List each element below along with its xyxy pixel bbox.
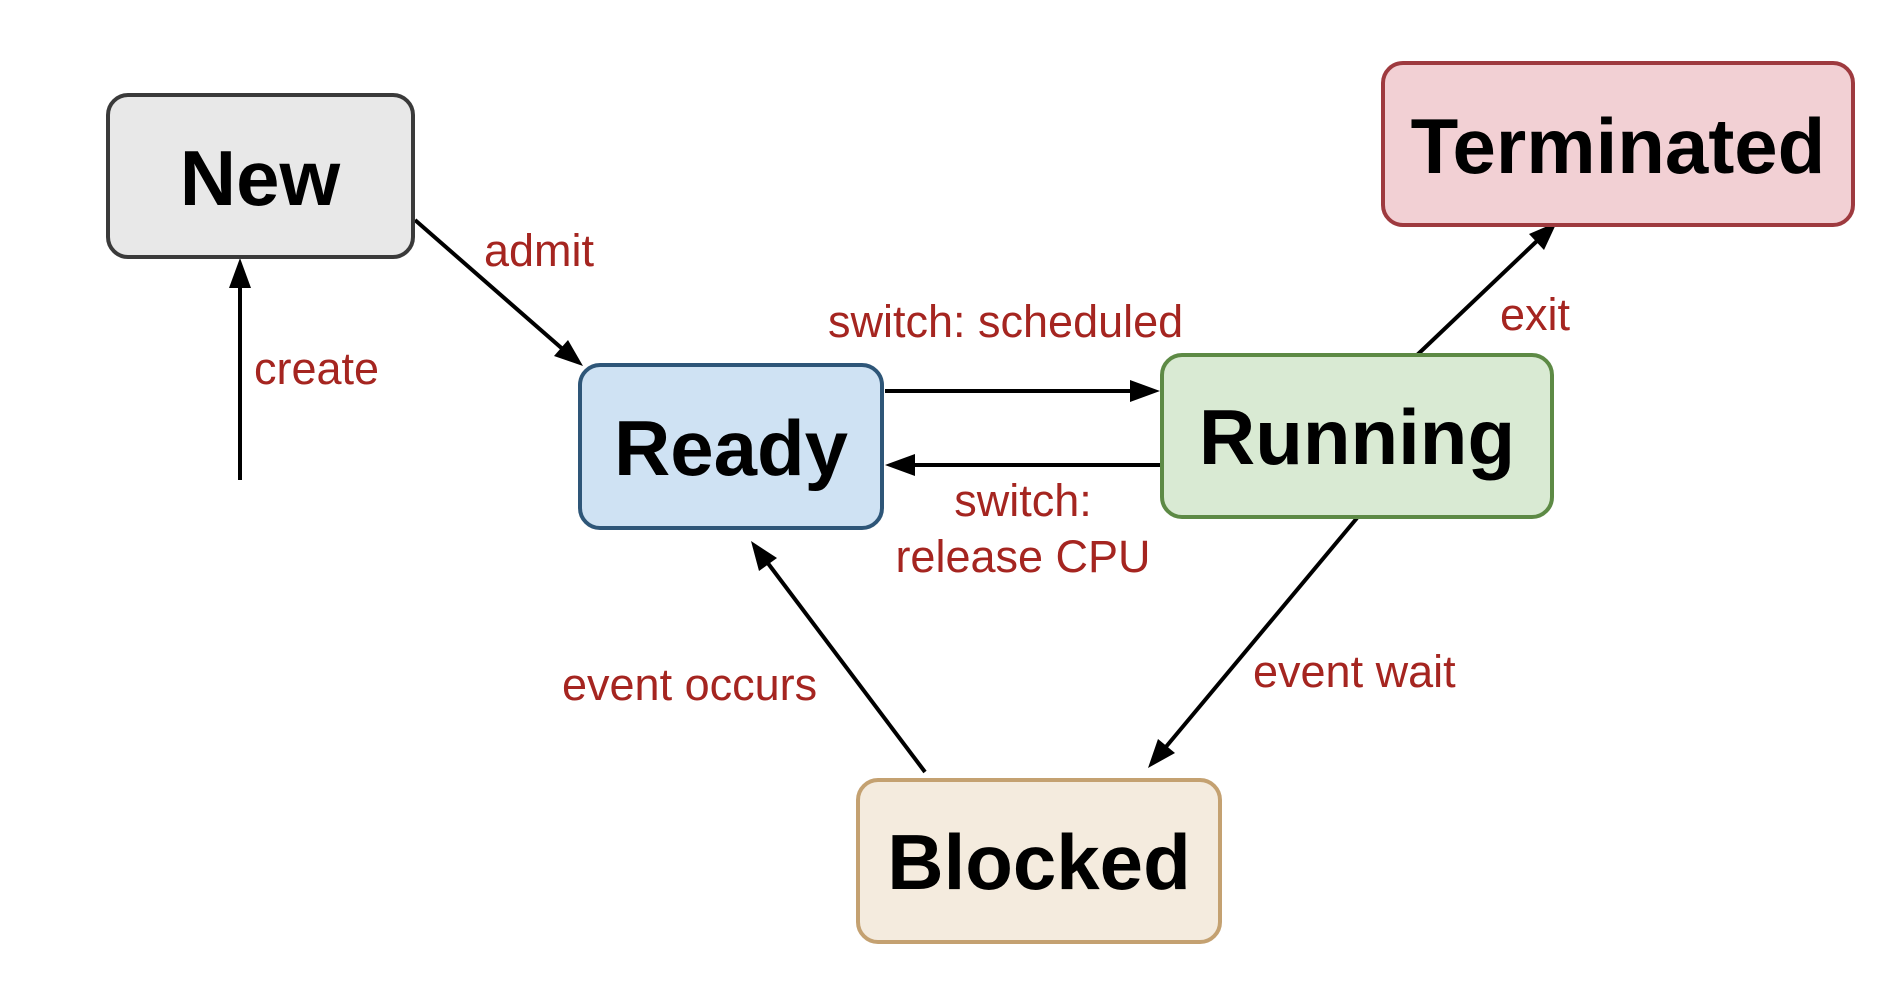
- event-wait-arrow: [1163, 516, 1359, 750]
- release-label-line1: switch:: [954, 475, 1092, 526]
- state-terminated-label: Terminated: [1411, 102, 1826, 190]
- state-new-box: [106, 93, 415, 259]
- scheduled-label: switch: scheduled: [828, 296, 1183, 347]
- state-blocked-box: [856, 778, 1222, 944]
- admit-label: admit: [484, 225, 595, 276]
- transition-create: [229, 258, 251, 480]
- event-wait-arrowhead: [1148, 739, 1175, 768]
- transition-scheduled: [885, 380, 1160, 402]
- event-occurs-arrow: [765, 560, 927, 774]
- release-label-line2: release CPU: [895, 531, 1150, 582]
- transition-release: [885, 454, 1160, 476]
- state-ready-label: Ready: [614, 404, 848, 492]
- state-new: New: [106, 93, 415, 259]
- state-running-label: Running: [1199, 393, 1515, 481]
- create-arrowhead: [229, 258, 251, 288]
- exit-label: exit: [1500, 289, 1571, 340]
- event-occurs-arrowhead: [751, 541, 777, 571]
- state-running: Running: [1160, 353, 1554, 519]
- admit-arrowhead: [554, 340, 583, 366]
- transition-event-occurs: [751, 541, 927, 774]
- state-blocked: Blocked: [856, 778, 1222, 944]
- state-ready: Ready: [578, 363, 884, 530]
- create-label: create: [254, 343, 379, 394]
- release-arrowhead: [885, 454, 915, 476]
- state-new-label: New: [180, 134, 341, 222]
- state-blocked-label: Blocked: [887, 818, 1190, 906]
- exit-arrowhead: [1529, 222, 1557, 250]
- transition-event-wait: [1148, 516, 1359, 768]
- admit-arrow: [413, 218, 568, 354]
- scheduled-arrowhead: [1130, 380, 1160, 402]
- transition-admit: [413, 218, 583, 366]
- event-occurs-label: event occurs: [562, 659, 817, 710]
- transition-exit: [1413, 222, 1557, 359]
- state-terminated: Terminated: [1381, 61, 1855, 227]
- state-running-box: [1160, 353, 1554, 519]
- state-terminated-box: [1381, 61, 1855, 227]
- event-wait-label: event wait: [1253, 646, 1456, 697]
- state-ready-box: [578, 363, 884, 530]
- exit-arrow: [1413, 238, 1540, 359]
